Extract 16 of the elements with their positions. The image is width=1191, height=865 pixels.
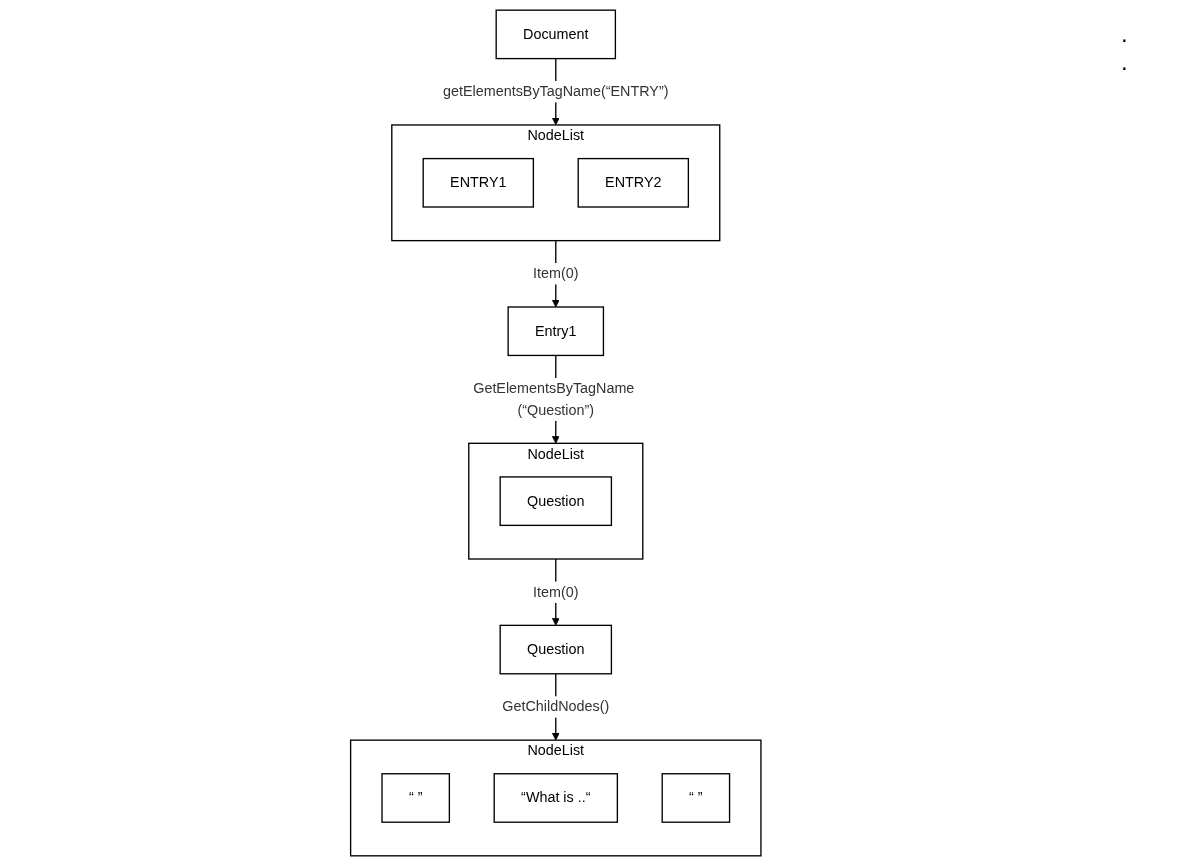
node-box: Question	[499, 624, 612, 674]
edge-label: GetChildNodes()	[502, 698, 609, 714]
edge-label: Item(0)	[532, 583, 579, 599]
node-box: ENTRY1	[422, 157, 534, 208]
ellipsis-dot: .	[1121, 20, 1129, 48]
edge-label: Item(0)	[532, 265, 579, 281]
node-box: ENTRY2	[577, 157, 689, 208]
node-box: “What is ..“	[493, 772, 618, 823]
edge-label: getElementsByTagName(“ENTRY”)	[442, 83, 669, 99]
node-box: “ ”	[381, 772, 450, 823]
node-box: “ ”	[661, 772, 730, 823]
ellipsis-dot: .	[1121, 48, 1129, 76]
node-box: Question	[499, 475, 612, 526]
edge-label: GetElementsByTagName (“Question”)	[472, 380, 635, 417]
node-box: Entry1	[507, 305, 604, 356]
node-box: Document	[495, 9, 616, 59]
